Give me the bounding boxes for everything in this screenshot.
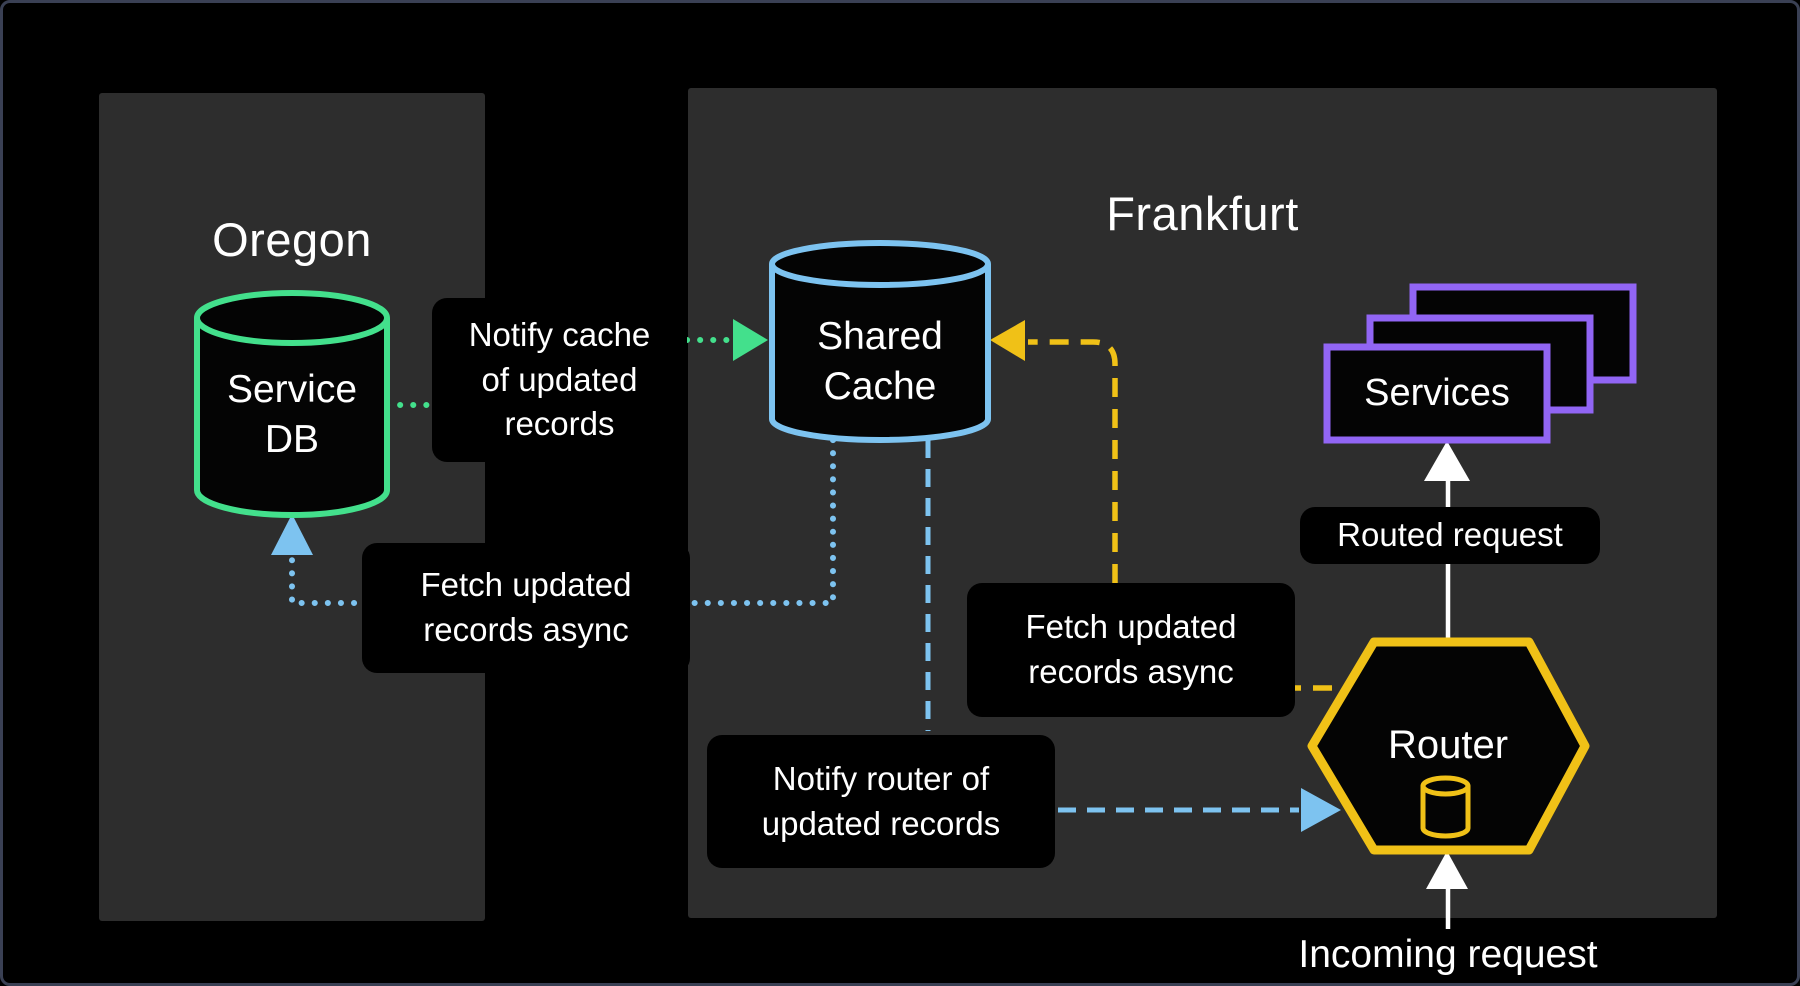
edge-label-fetch-updated-records-cache: Fetch updated records async bbox=[967, 583, 1295, 717]
edge-label-notify-cache: Notify cache of updated records bbox=[432, 298, 687, 462]
services-card-front bbox=[1323, 343, 1551, 444]
arrowhead-into-services-white bbox=[1424, 441, 1470, 481]
edge-label-notify-router: Notify router of updated records bbox=[707, 735, 1055, 868]
edge-label-fetch-updated-records-db: Fetch updated records async bbox=[362, 543, 690, 673]
edge-incoming-request bbox=[1426, 851, 1468, 929]
arrowhead-into-shared-cache-green bbox=[733, 319, 768, 361]
region-title-oregon: Oregon bbox=[212, 213, 372, 266]
shared-cache-cylinder-top bbox=[769, 240, 991, 288]
router-db-icon-body bbox=[1420, 786, 1471, 839]
service-db-cylinder-top bbox=[194, 290, 390, 346]
node-shared-cache-shape bbox=[769, 240, 991, 443]
edge-label-routed-request: Routed request bbox=[1300, 507, 1600, 564]
region-title-frankfurt: Frankfurt bbox=[1106, 187, 1299, 240]
node-router-shape bbox=[1307, 637, 1590, 855]
node-label-shared-cache: Shared Cache bbox=[817, 315, 943, 408]
shared-cache-cylinder-body bbox=[769, 264, 991, 443]
node-label-router: Router bbox=[1387, 723, 1509, 768]
arrowhead-into-router-blue bbox=[1301, 788, 1341, 832]
node-service-db-shape bbox=[194, 290, 390, 518]
edge-notify-router bbox=[925, 440, 1341, 832]
edge-label-incoming-request: Incoming request bbox=[1298, 933, 1598, 976]
service-db-cylinder-body bbox=[194, 318, 390, 518]
node-label-service-db: Service DB bbox=[226, 368, 358, 461]
arrowhead-into-shared-cache-yellow bbox=[990, 320, 1025, 361]
edge-fetch-cache-line2 bbox=[1028, 339, 1118, 583]
arrowhead-into-router-white bbox=[1426, 851, 1468, 889]
router-db-icon-top bbox=[1420, 775, 1471, 797]
router-hexagon bbox=[1307, 637, 1590, 855]
node-services-shape bbox=[1323, 283, 1637, 444]
edge-notify-cache bbox=[384, 319, 768, 408]
arrowhead-into-service-db-blue bbox=[271, 514, 313, 555]
node-label-services: Services bbox=[1364, 372, 1510, 415]
